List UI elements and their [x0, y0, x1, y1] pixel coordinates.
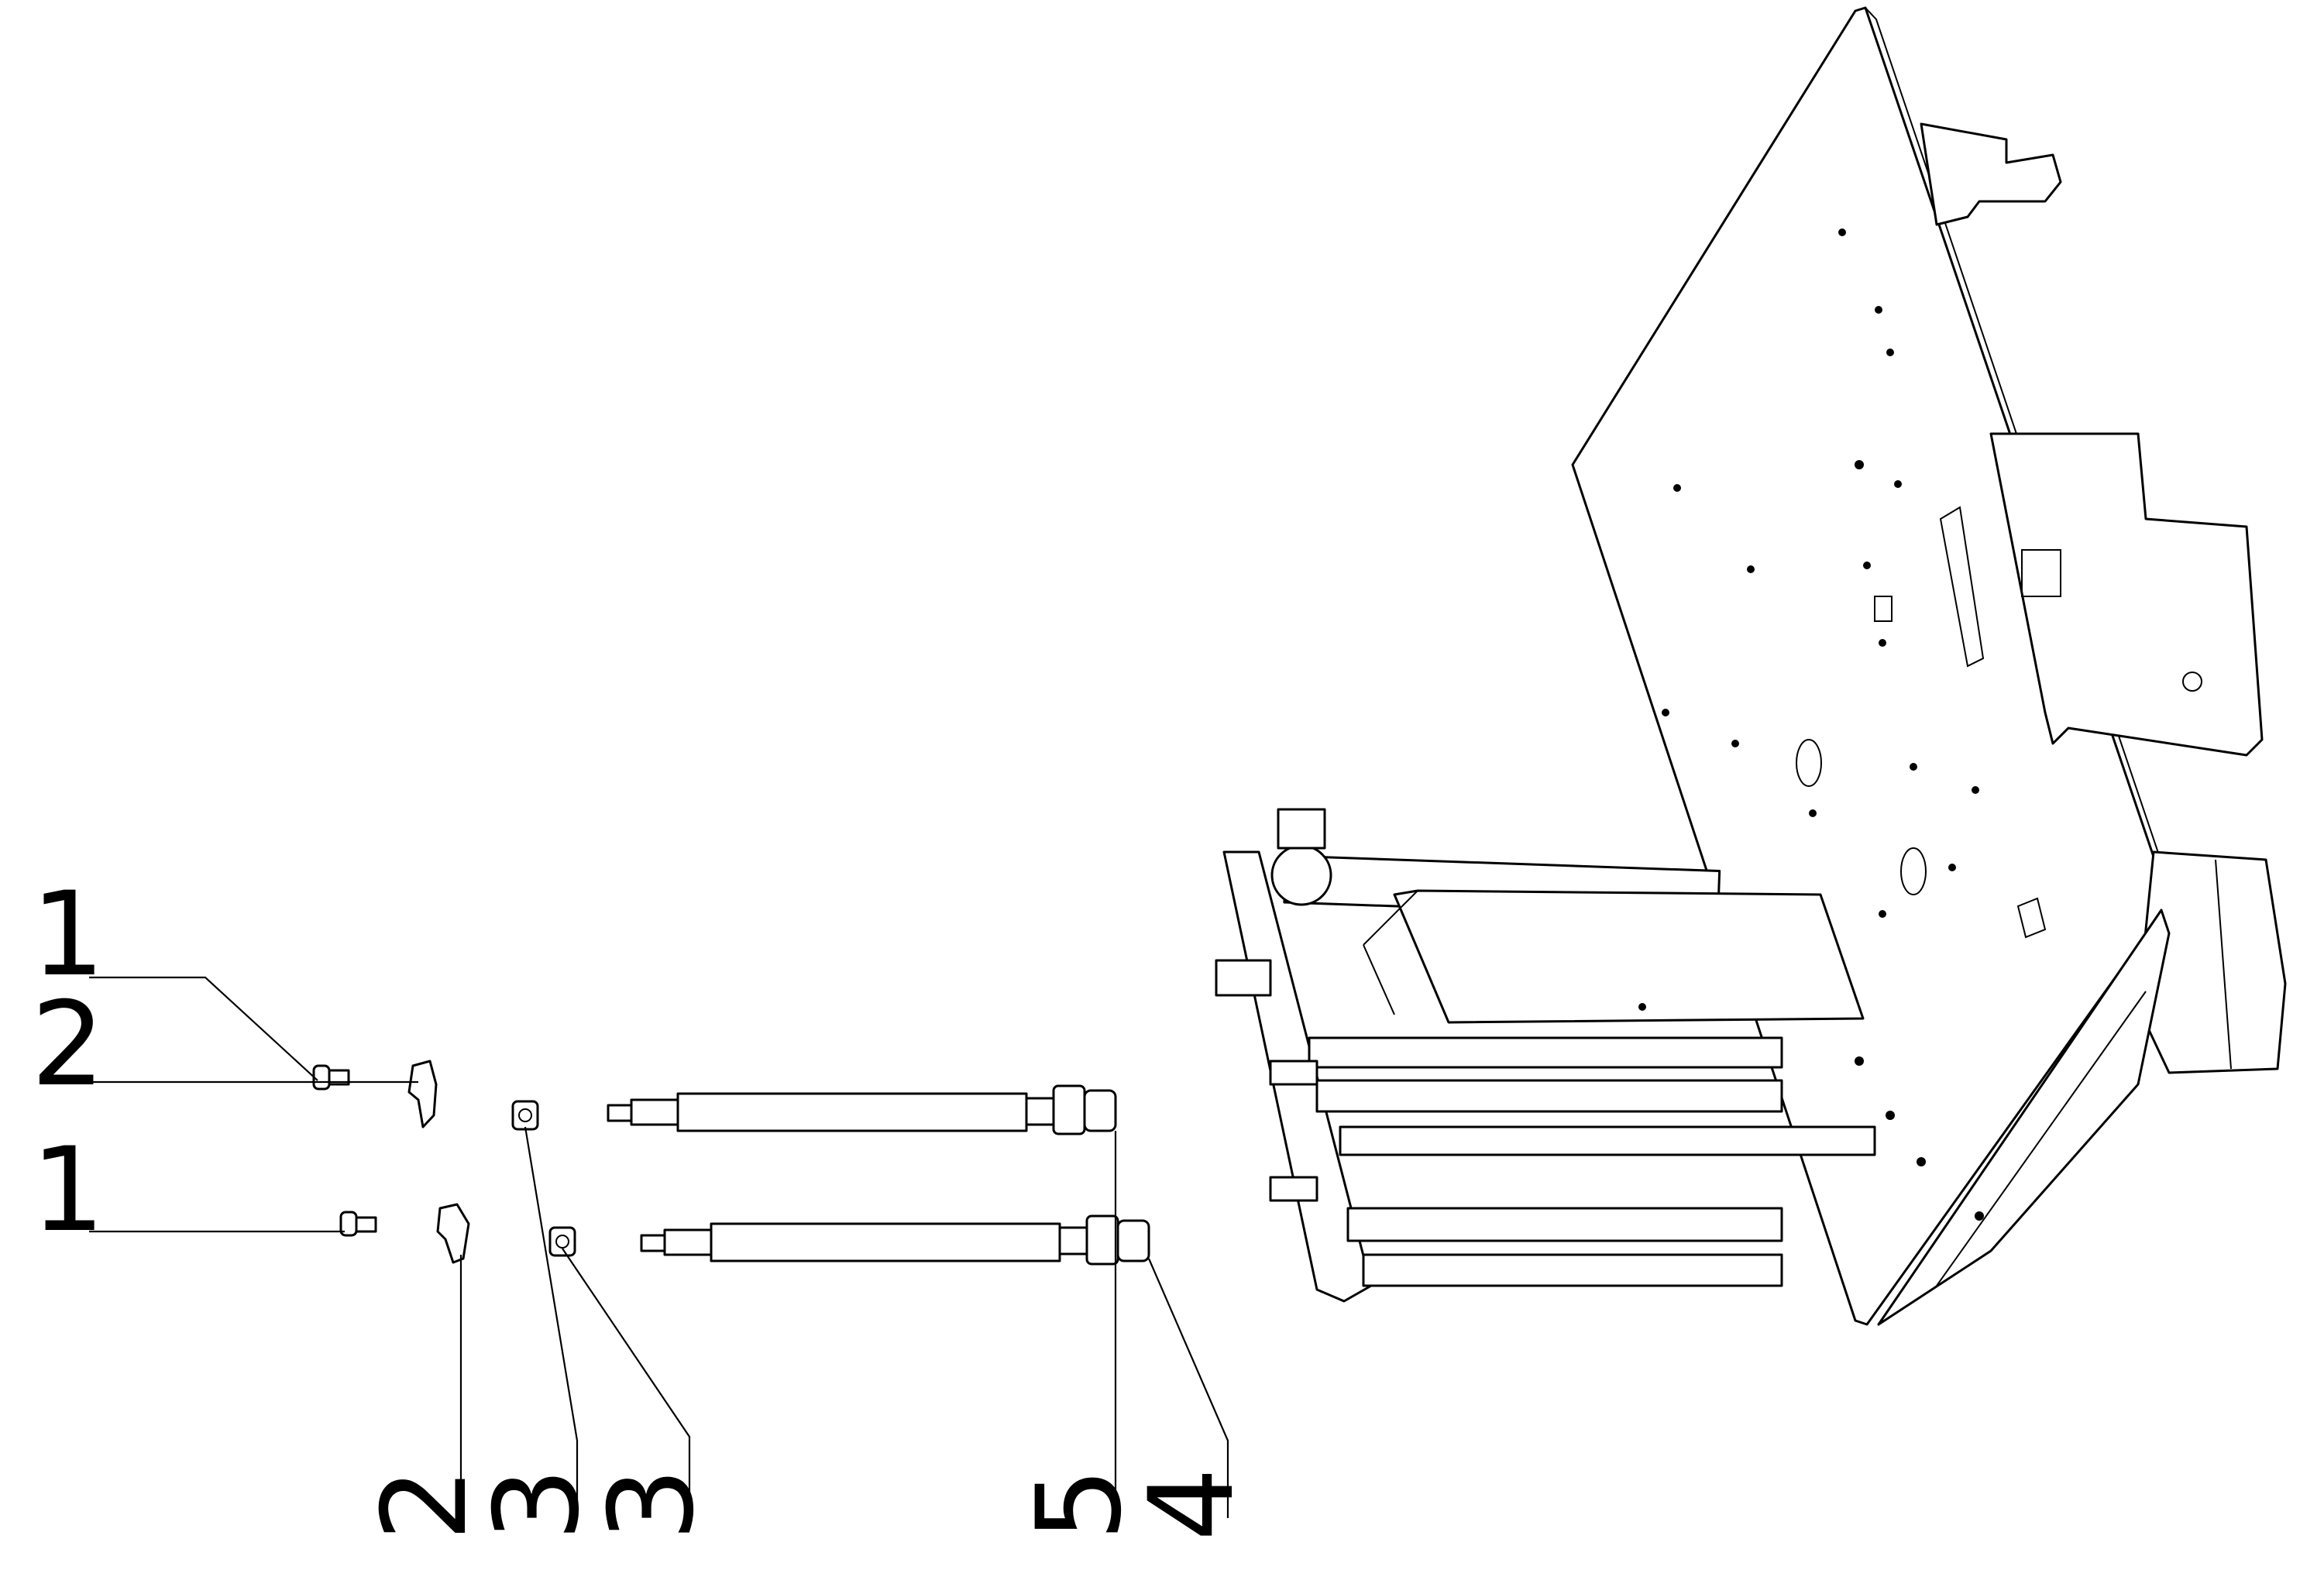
rear-bracket [1989, 432, 2264, 757]
callout-numbers: 1 2 1 2 3 3 5 4 [31, 867, 1260, 1541]
leader-1-top [89, 976, 318, 1081]
callout-2-top: 2 [31, 977, 105, 1112]
leader-3-a [524, 1126, 579, 1518]
leader-4 [1147, 1258, 1229, 1518]
roller-c [1339, 1125, 1876, 1156]
base-rail [1877, 909, 2171, 1326]
callout-3-b: 3 [585, 1468, 720, 1541]
printer-mechanism-assembly [1215, 6, 2287, 1326]
bracket-upper [407, 1060, 438, 1128]
callout-4: 4 [1125, 1468, 1260, 1541]
roller-a [1308, 1036, 1783, 1069]
callout-5: 5 [1012, 1468, 1147, 1541]
screw-upper [312, 1064, 350, 1091]
roller-d [1346, 1207, 1783, 1242]
callout-1-mid: 1 [31, 1123, 105, 1258]
bracket-lower [436, 1203, 470, 1264]
nut-lower [548, 1226, 576, 1257]
shaft-upper [607, 1084, 1117, 1135]
screw-lower [339, 1211, 377, 1237]
roller-e [1362, 1253, 1783, 1287]
roller-b [1315, 1079, 1783, 1113]
callout-1-top: 1 [31, 867, 105, 1002]
shaft-lower [640, 1214, 1150, 1266]
knurled-knob [1215, 959, 1272, 997]
exploded-parts [312, 1060, 1150, 1266]
callout-2-bottom: 2 [358, 1468, 493, 1541]
callout-3-a: 3 [470, 1468, 605, 1541]
leader-3-b [562, 1248, 691, 1518]
plate-holes [1638, 228, 1984, 1221]
top-bracket [1920, 122, 2062, 226]
leader-lines [89, 976, 1229, 1518]
cover-plate [1393, 889, 1865, 1024]
nut-upper [511, 1100, 539, 1131]
